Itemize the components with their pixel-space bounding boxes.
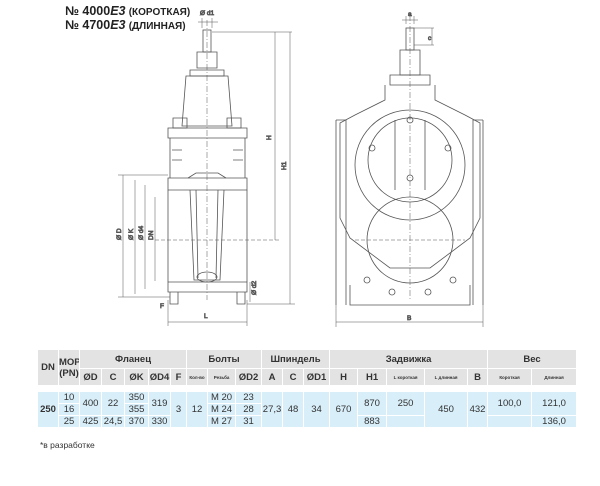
subheader: ØD2 bbox=[235, 368, 263, 386]
cell-pn: 25 bbox=[58, 415, 80, 428]
cell-dn: 250 bbox=[37, 391, 59, 428]
model-variant: (ДЛИННАЯ) bbox=[128, 21, 186, 32]
cell-thread: M 20 bbox=[207, 391, 237, 404]
subheader: Резьба bbox=[207, 368, 237, 386]
label-L: L bbox=[204, 313, 208, 320]
subheader: H1 bbox=[357, 368, 388, 386]
cell-L-short: 250 bbox=[386, 391, 426, 416]
cell-H1: 870 bbox=[357, 391, 388, 416]
subheader: Короткая bbox=[487, 368, 533, 386]
cell-B: 432 bbox=[467, 391, 489, 428]
cell-weight-short-empty bbox=[487, 415, 533, 428]
header-valve: Задвижка bbox=[329, 349, 489, 369]
table-row: 25 425 24,5 370 330 M 27 31 883 136,0 bbox=[38, 415, 578, 428]
model-suffix: E3 bbox=[110, 4, 126, 18]
label-D: Ø D bbox=[116, 228, 123, 240]
front-view bbox=[335, 15, 484, 327]
subheader: C bbox=[101, 368, 125, 386]
model-suffix: E3 bbox=[110, 18, 126, 32]
label-H1: H1 bbox=[281, 161, 288, 170]
cell-K: 355 bbox=[124, 403, 149, 416]
header-weight: Вес bbox=[487, 349, 578, 369]
cell-thread: M 27 bbox=[207, 415, 237, 428]
cell-pn: 16 bbox=[58, 403, 80, 416]
label-a: a bbox=[408, 11, 412, 18]
cell-D4: 319 bbox=[148, 391, 171, 416]
label-F: F bbox=[160, 303, 164, 310]
table-row: 250 10 400 22 350 319 3 12 M 20 23 27,3 … bbox=[37, 391, 578, 428]
subheader: ØD4 bbox=[148, 368, 171, 386]
cell-A: 27,3 bbox=[261, 391, 284, 428]
subheader: A bbox=[261, 368, 284, 386]
label-B: B bbox=[407, 315, 411, 322]
cell-H1: 883 bbox=[357, 415, 388, 428]
cell-L-short-empty bbox=[386, 415, 426, 428]
side-section-view bbox=[118, 18, 295, 326]
cell-weight-long: 121,0 bbox=[531, 391, 578, 416]
valve-drawing: Ø d1 H H1 Ø D Ø K Ø d4 DN Ø d2 L F a c B bbox=[116, 10, 484, 327]
model-number: № 4000 bbox=[65, 4, 111, 18]
subheader: ØD bbox=[79, 368, 102, 386]
footnote: *в разработке bbox=[40, 440, 95, 450]
subheader: L длинная bbox=[424, 368, 469, 386]
cell-H: 670 bbox=[329, 391, 359, 428]
table-row: 16 355 M 24 28 bbox=[38, 403, 577, 416]
label-DN: DN bbox=[148, 230, 155, 240]
cell-D: 425 bbox=[79, 415, 102, 428]
title-long: № 4700E3 (ДЛИННАЯ) bbox=[65, 18, 186, 32]
cell-D1: 34 bbox=[303, 391, 331, 428]
label-K: Ø K bbox=[128, 228, 135, 240]
cell-weight-long: 136,0 bbox=[531, 415, 578, 428]
model-variant: (КОРОТКАЯ) bbox=[128, 7, 191, 18]
subheader: B bbox=[467, 368, 489, 386]
label-H: H bbox=[266, 135, 273, 140]
header-flange: Фланец bbox=[78, 349, 188, 369]
cell-L-long: 450 bbox=[424, 391, 469, 428]
label-d4: Ø d4 bbox=[138, 226, 145, 240]
spec-table: DN MOP (PN) Фланец Болты Шпиндель Задвиж… bbox=[36, 349, 578, 428]
cell-F: 3 bbox=[169, 391, 188, 428]
subheader: L короткая bbox=[386, 368, 426, 386]
cell-D2: 28 bbox=[235, 403, 263, 416]
header-bolts: Болты bbox=[186, 349, 263, 369]
header-dn: DN bbox=[37, 349, 59, 386]
cell-weight-short: 100,0 bbox=[487, 391, 533, 416]
label-c: c bbox=[428, 35, 432, 42]
subheader: C bbox=[282, 368, 305, 386]
cell-D2: 23 bbox=[235, 391, 263, 404]
cell-pn: 10 bbox=[58, 391, 80, 404]
cell-thread: M 24 bbox=[207, 403, 237, 416]
header-mop: MOP (PN) bbox=[58, 349, 80, 386]
label-d2: Ø d2 bbox=[251, 281, 258, 295]
subheader: H bbox=[329, 368, 359, 386]
cell-C: 22 bbox=[101, 391, 125, 416]
header-spindle: Шпиндель bbox=[261, 349, 331, 369]
cell-spindle-C: 48 bbox=[282, 391, 305, 428]
cell-K: 370 bbox=[124, 415, 149, 428]
label-d1: Ø d1 bbox=[200, 10, 214, 17]
cell-C: 24,5 bbox=[101, 415, 125, 428]
subheader: ØK bbox=[124, 368, 149, 386]
subheader: Длинная bbox=[531, 368, 578, 386]
cell-bolt-count: 12 bbox=[186, 391, 209, 428]
subheader: ØD1 bbox=[303, 368, 331, 386]
subheader: Кол-во bbox=[186, 368, 209, 386]
model-number: № 4700 bbox=[65, 18, 111, 32]
subheader: F bbox=[169, 368, 188, 386]
cell-K: 350 bbox=[124, 391, 149, 404]
cell-D2: 31 bbox=[235, 415, 263, 428]
title-short: № 4000E3 (КОРОТКАЯ) bbox=[65, 4, 190, 18]
cell-D4: 330 bbox=[148, 415, 171, 428]
cell-D: 400 bbox=[79, 391, 102, 416]
